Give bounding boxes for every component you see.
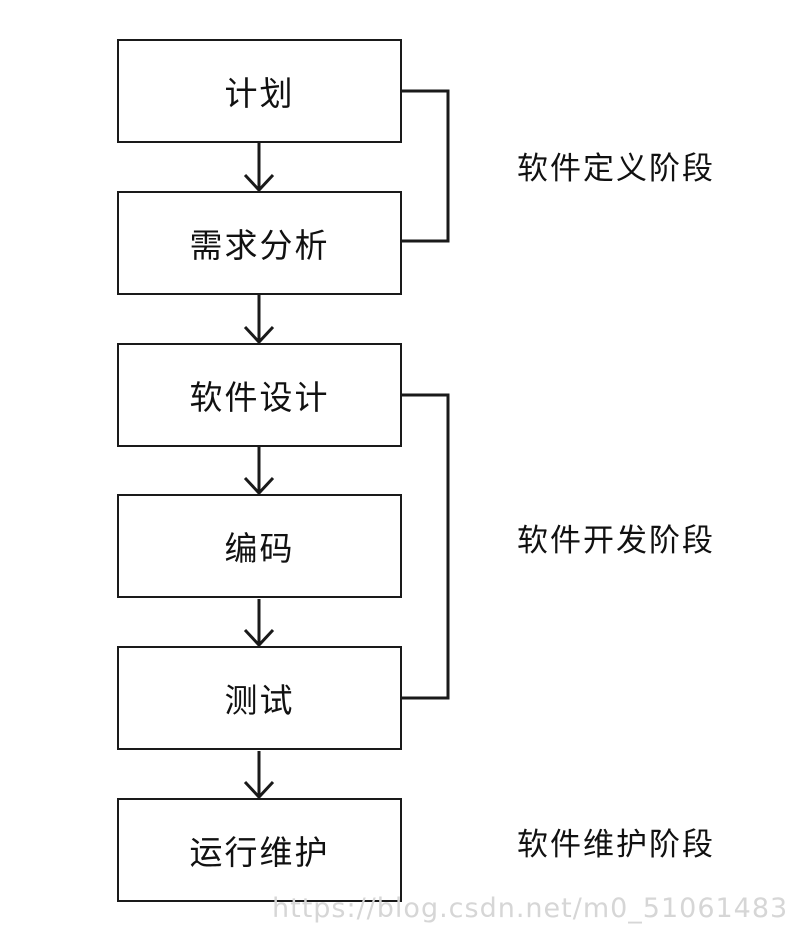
stage-label: 测试 bbox=[224, 681, 295, 720]
arrowhead-coding-to-testing bbox=[243, 628, 275, 648]
bracket-definition-phase bbox=[402, 89, 450, 243]
stage-label: 软件设计 bbox=[189, 378, 330, 417]
arrowhead-testing-to-maintenance bbox=[243, 780, 275, 800]
stage-box-requirements-analysis: 需求分析 bbox=[117, 191, 402, 295]
arrowhead-plan-to-requirements bbox=[243, 173, 275, 193]
arrowhead-design-to-coding bbox=[243, 476, 275, 496]
stage-box-operation-maintenance: 运行维护 bbox=[117, 798, 402, 902]
phase-label-definition: 软件定义阶段 bbox=[517, 151, 715, 187]
stage-label: 计划 bbox=[224, 74, 295, 113]
stage-box-software-design: 软件设计 bbox=[117, 343, 402, 447]
phase-label-development: 软件开发阶段 bbox=[517, 523, 715, 559]
phase-label-maintenance: 软件维护阶段 bbox=[517, 827, 715, 863]
stage-label: 编码 bbox=[224, 529, 295, 568]
stage-box-plan: 计划 bbox=[117, 39, 402, 143]
stage-label: 运行维护 bbox=[189, 833, 330, 872]
stage-label: 需求分析 bbox=[189, 226, 330, 265]
watermark-text: https://blog.csdn.net/m0_51061483 bbox=[272, 893, 789, 924]
arrowhead-requirements-to-design bbox=[243, 325, 275, 345]
stage-box-testing: 测试 bbox=[117, 646, 402, 750]
bracket-development-phase bbox=[402, 393, 450, 700]
stage-box-coding: 编码 bbox=[117, 494, 402, 598]
